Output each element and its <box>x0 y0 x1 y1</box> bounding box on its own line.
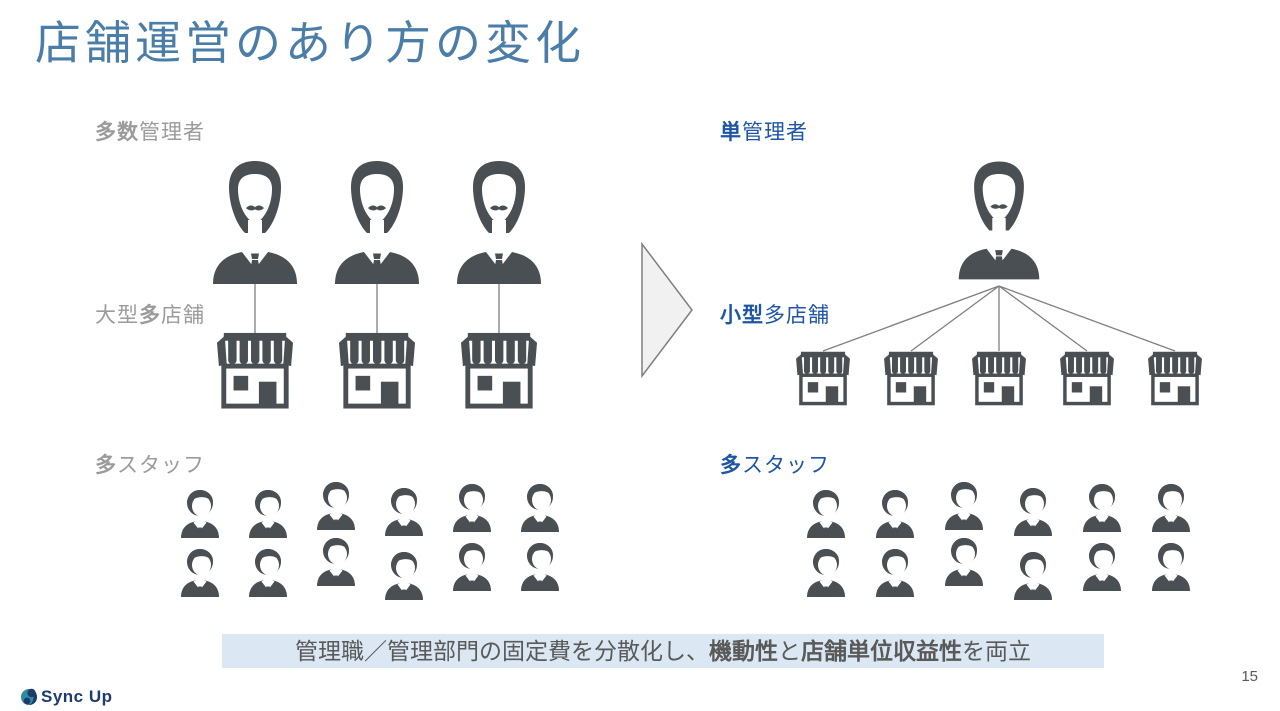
staff-icon <box>873 547 917 597</box>
staff-icon <box>1149 482 1193 532</box>
staff-icon <box>1011 550 1055 600</box>
store-icon <box>882 350 940 406</box>
staff-icon <box>178 547 222 597</box>
manager-icon <box>207 158 303 284</box>
staff-icon <box>450 541 494 591</box>
store-icon <box>794 350 852 406</box>
staff-icon <box>1080 541 1124 591</box>
manager-icon <box>451 158 547 284</box>
left-staff-label: 多スタッフ <box>95 454 205 477</box>
left-stores-label: 大型多店舗 <box>95 304 205 327</box>
right-manager-icon-group <box>953 158 1045 280</box>
right-staff-icons-row2 <box>804 543 1193 593</box>
page-title: 店舗運営のあり方の変化 <box>35 17 585 69</box>
store-icon <box>458 331 540 409</box>
manager-icon <box>953 158 1045 280</box>
store-icon <box>970 350 1028 406</box>
staff-icon <box>450 482 494 532</box>
left-staff-icons-row1 <box>178 484 562 534</box>
staff-icon <box>942 536 986 586</box>
left-managers-label: 多数管理者 <box>95 121 205 144</box>
right-staff-label: 多スタッフ <box>720 454 830 477</box>
right-staff-icons-row1 <box>804 484 1193 534</box>
transition-arrow-icon <box>641 241 693 379</box>
staff-icon <box>804 488 848 538</box>
manager-icon <box>329 158 425 284</box>
staff-icon <box>1080 482 1124 532</box>
staff-icon <box>382 550 426 600</box>
summary-banner: 管理職／管理部門の固定費を分散化し、機動性と店舗単位収益性を両立 <box>222 634 1104 668</box>
store-icon <box>1146 350 1204 406</box>
store-icon <box>336 331 418 409</box>
right-store-icons <box>794 350 1204 406</box>
right-manager-label: 単管理者 <box>720 121 808 144</box>
staff-icon <box>314 480 358 530</box>
syncup-logo: Sync Up <box>16 682 113 711</box>
store-icon <box>214 331 296 409</box>
staff-icon <box>1011 486 1055 536</box>
staff-icon <box>873 488 917 538</box>
syncup-logo-text: Sync Up <box>41 687 113 706</box>
left-staff-icons-row2 <box>178 543 562 593</box>
staff-icon <box>246 547 290 597</box>
right-stores-label: 小型多店舗 <box>720 304 830 327</box>
staff-icon <box>518 482 562 532</box>
staff-icon <box>314 536 358 586</box>
left-manager-icons <box>207 158 547 284</box>
left-store-icons <box>214 331 540 409</box>
staff-icon <box>178 488 222 538</box>
staff-icon <box>382 486 426 536</box>
store-icon <box>1058 350 1116 406</box>
staff-icon <box>518 541 562 591</box>
staff-icon <box>1149 541 1193 591</box>
syncup-logo-mark-icon <box>21 688 37 705</box>
page-number: 15 <box>1241 668 1258 685</box>
staff-icon <box>942 480 986 530</box>
staff-icon <box>246 488 290 538</box>
staff-icon <box>804 547 848 597</box>
